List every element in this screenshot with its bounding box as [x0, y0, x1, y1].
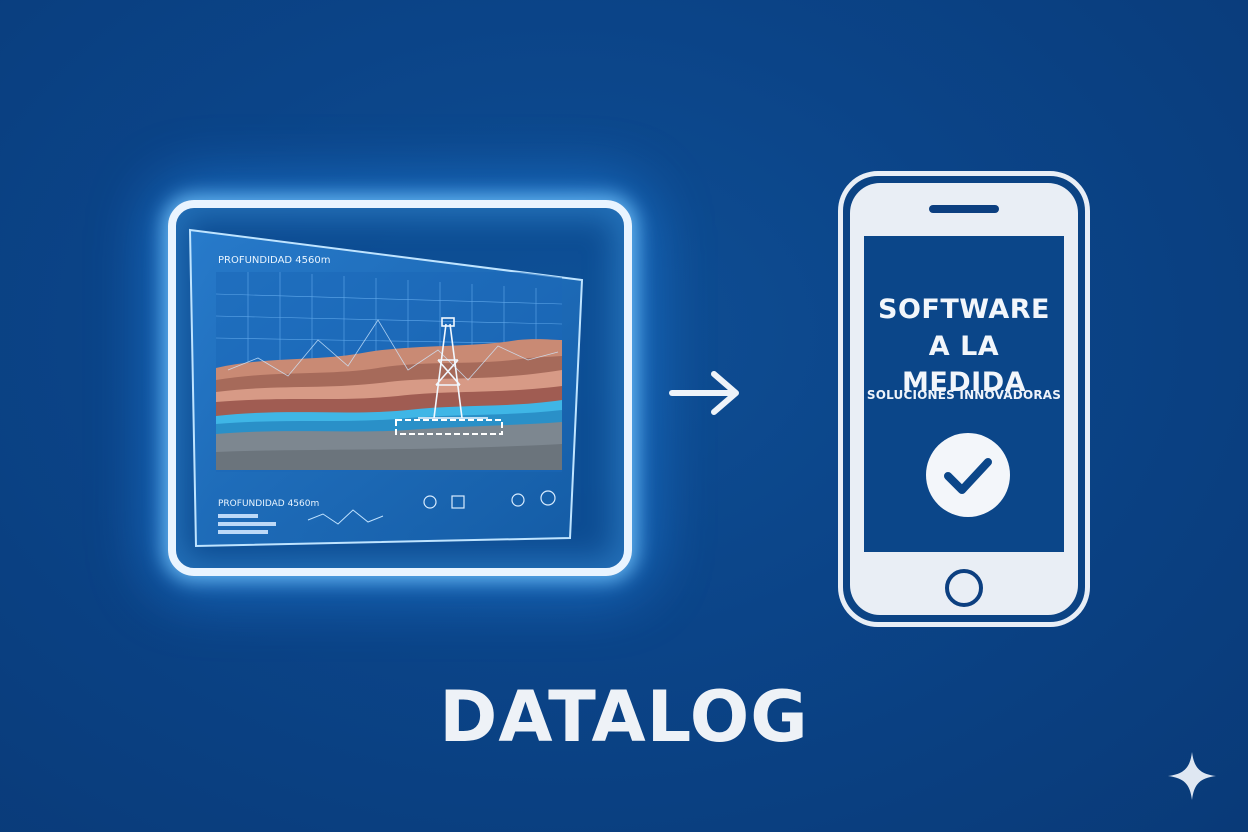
settings-icon [540, 490, 556, 506]
grid-icon [451, 495, 465, 509]
phone-title-line2: A LA MEDIDA [901, 331, 1027, 398]
phone-body: SOFTWARE A LA MEDIDA SOLUCIONES INNOVADO… [850, 183, 1078, 615]
home-button[interactable] [945, 569, 983, 607]
tablet-display: PROFUNDIDAD 4560m [168, 200, 632, 576]
checkmark-circle-icon [926, 433, 1010, 517]
smartphone: SOFTWARE A LA MEDIDA SOLUCIONES INNOVADO… [838, 171, 1090, 627]
oil-derrick-icon [418, 317, 488, 419]
geology-dashboard: PROFUNDIDAD 4560m [188, 220, 612, 556]
sparkle-icon [1168, 752, 1216, 800]
arrow-right-icon [669, 371, 739, 415]
phone-subtitle: SOLUCIONES INNOVADORAS [866, 388, 1062, 402]
dashboard-header: PROFUNDIDAD 4560m [218, 255, 331, 266]
dashboard-footer: PROFUNDIDAD 4560m [218, 499, 319, 509]
brand-name: DATALOG [439, 676, 809, 758]
gauge-icon [423, 495, 437, 509]
phone-title-line1: SOFTWARE [878, 294, 1050, 325]
monitor-icon [511, 493, 525, 507]
phone-speaker [929, 205, 999, 213]
phone-screen: SOFTWARE A LA MEDIDA SOLUCIONES INNOVADO… [864, 236, 1064, 552]
